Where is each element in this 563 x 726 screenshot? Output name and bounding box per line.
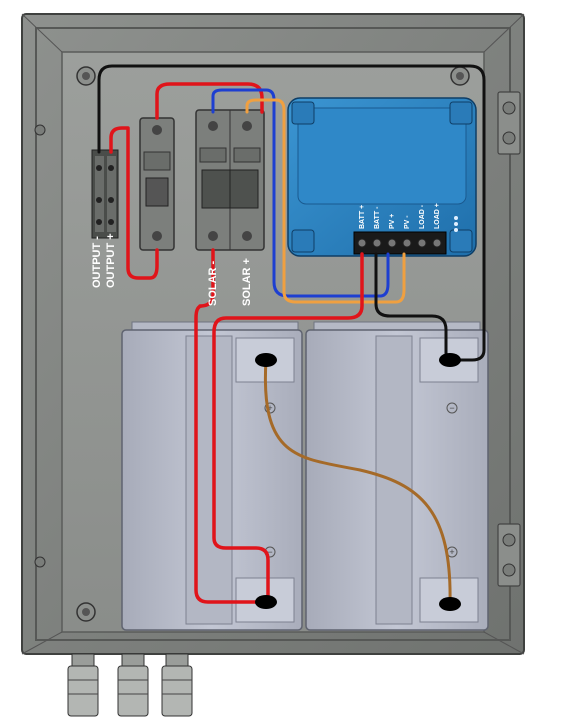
wire-orange-solar <box>245 98 406 304</box>
battery-right-top-mark: − <box>449 403 454 413</box>
battery-right-bottom-lug <box>439 597 461 611</box>
controller-terminal-labels: BATT + BATT - PV + PV - LOAD - LOAD + <box>359 203 441 229</box>
battery-left-top-mark: + <box>267 403 272 413</box>
wire-brown-link <box>263 358 452 606</box>
controller-terminal-label: BATT - <box>374 206 381 229</box>
wire-red-solar-batt <box>194 248 264 604</box>
controller-terminal-label: PV + <box>389 214 396 229</box>
label-solar-pos: SOLAR + <box>241 258 253 306</box>
wire-blue-solar <box>211 88 390 298</box>
controller-terminal-strip <box>353 231 447 255</box>
controller-terminal-label: PV - <box>404 215 411 229</box>
battery-left-bottom-lug <box>255 595 277 609</box>
output-breaker <box>139 117 175 251</box>
battery-left-bottom-mark: − <box>267 547 272 557</box>
hinge-bottom <box>497 523 521 587</box>
wire-red-output <box>109 126 159 280</box>
label-solar-neg: SOLAR - <box>207 260 219 306</box>
battery-left-top-lug <box>255 353 277 367</box>
controller-terminal-label: BATT + <box>359 205 366 229</box>
cable-glands <box>67 653 193 717</box>
solar-breaker <box>195 109 265 251</box>
label-output-neg: OUTPUT - <box>91 236 103 288</box>
wire-black-batt <box>374 252 448 362</box>
charge-controller <box>287 97 477 257</box>
terminal-block <box>91 149 119 239</box>
battery-right-top-lug <box>439 353 461 367</box>
wire-red-breaker-top <box>155 82 264 120</box>
battery-right-bottom-mark: + <box>449 547 454 557</box>
controller-terminal-label: LOAD + <box>434 203 441 229</box>
wire-black-top <box>97 64 486 362</box>
label-output-pos: OUTPUT + <box>105 233 117 288</box>
battery-right <box>305 321 489 631</box>
wire-red-batt <box>212 252 364 600</box>
hinge-top <box>497 91 521 155</box>
battery-left <box>121 321 303 631</box>
controller-terminal-label: LOAD - <box>419 204 426 229</box>
